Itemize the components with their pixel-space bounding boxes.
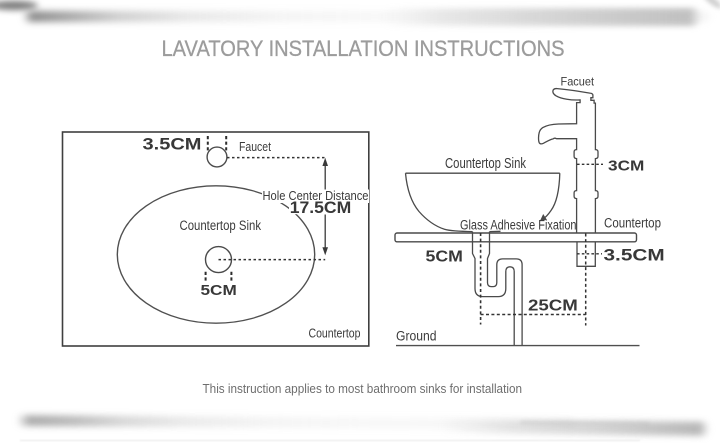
svg-text:LAVATORY INSTALLATION INSTRUCT: LAVATORY INSTALLATION INSTRUCTIONS — [162, 36, 565, 61]
svg-text:Countertop Sink: Countertop Sink — [445, 156, 527, 172]
svg-text:Glass Adhesive Fixation: Glass Adhesive Fixation — [460, 217, 577, 232]
svg-text:5CM: 5CM — [426, 248, 463, 266]
svg-text:Countertop: Countertop — [309, 326, 361, 341]
svg-text:17.5CM: 17.5CM — [290, 199, 352, 217]
svg-text:25CM: 25CM — [528, 298, 578, 315]
svg-text:Hole Center Distance: Hole Center Distance — [263, 188, 369, 203]
svg-text:Ground: Ground — [396, 329, 437, 344]
svg-text:Facuet: Facuet — [561, 75, 595, 89]
svg-text:3.5CM: 3.5CM — [143, 135, 202, 153]
svg-text:3.5CM: 3.5CM — [604, 247, 665, 265]
svg-text:Faucet: Faucet — [239, 139, 271, 154]
svg-text:Countertop Sink: Countertop Sink — [180, 218, 262, 233]
svg-text:3CM: 3CM — [608, 157, 644, 174]
svg-text:5CM: 5CM — [201, 282, 237, 298]
svg-text:Countertop: Countertop — [604, 216, 661, 231]
svg-text:This instruction applies to mo: This instruction applies to most bathroo… — [203, 381, 523, 396]
